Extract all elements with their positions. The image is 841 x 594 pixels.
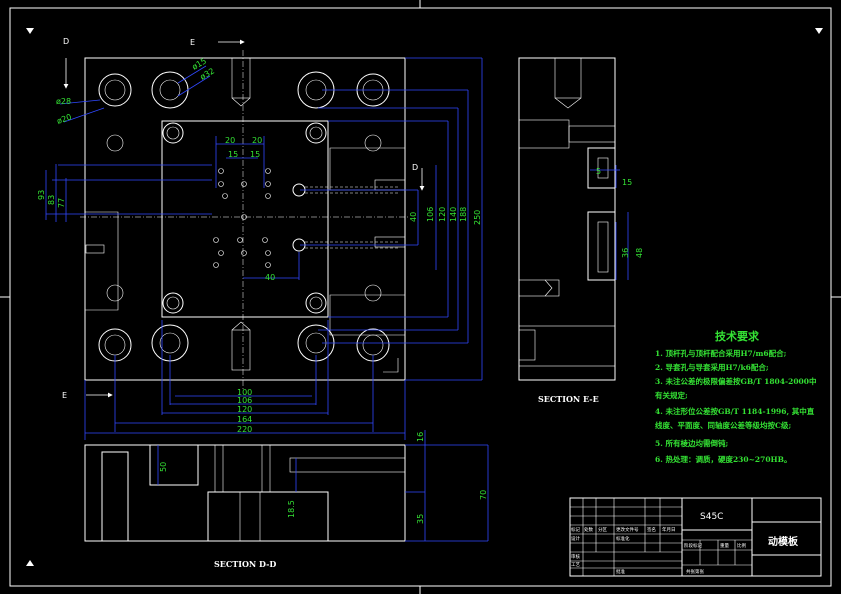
tech-req-item-5: 5. 所有棱边均需倒钝; (655, 438, 728, 448)
dim-77: 77 (57, 198, 66, 208)
tech-req-item-3b: 有关规定; (655, 390, 688, 400)
dim-50: 50 (159, 462, 168, 472)
dim-18-5: 18.5 (287, 500, 296, 518)
dim-35: 35 (416, 514, 425, 524)
dim-20b: 20 (252, 136, 262, 145)
cell-sheets: 共张第张 (686, 568, 704, 575)
title-block: S45C 动模板 标记 处数 分区 更改文件号 签名 年月日 设计 标准化 审核… (569, 497, 822, 577)
ee-dim-15: 15 (622, 178, 632, 187)
ee-dim-5: 5 (596, 167, 601, 176)
section-e-label-side: E (62, 391, 67, 400)
cell-sign: 签名 (647, 526, 656, 533)
dim-120v: 120 (438, 207, 447, 222)
ejector-holes (213, 168, 271, 268)
dim-100h: 100 (237, 388, 252, 397)
section-d-label-side: D (412, 163, 418, 172)
dim-106h: 106 (237, 396, 252, 405)
dim-188v: 188 (459, 207, 468, 222)
plan-view (80, 50, 410, 390)
tech-req-title: 技术要求 (715, 329, 760, 343)
cell-standard: 标准化 (616, 535, 630, 542)
technical-requirements: 技术要求 1. 顶杆孔与顶杆配合采用H7/m6配合; 2. 导套孔与导套采用H7… (655, 329, 816, 464)
dim-40h: 40 (265, 273, 275, 282)
dim-93: 93 (37, 190, 46, 200)
dim-250v: 250 (473, 210, 482, 225)
dim-70: 70 (479, 490, 488, 500)
dim-15a: 15 (228, 150, 238, 159)
material-label: S45C (700, 512, 723, 522)
tech-req-item-1: 1. 顶杆孔与顶杆配合采用H7/m6配合; (655, 348, 787, 358)
section-ee-title: SECTION E-E (538, 394, 599, 404)
section-dd-view: 16 50 18.5 70 35 SECTION D-D (84, 430, 489, 569)
section-e-label-top: E (190, 38, 195, 47)
section-ee-view: 5 15 36 48 SECTION E-E (518, 57, 644, 404)
tech-req-item-6: 6. 热处理：调质，硬度230~270HB。 (655, 454, 791, 464)
dim-164h: 164 (237, 415, 252, 424)
dim-40v: 40 (409, 212, 418, 222)
cell-weight: 重量 (720, 542, 729, 549)
dim-220h: 220 (237, 425, 252, 434)
tech-req-item-4: 4. 未注形位公差按GB/T 1184-1996, 其中直 (655, 406, 815, 416)
section-dd-title: SECTION D-D (214, 559, 276, 569)
dim-dia20: ø20 (56, 112, 73, 126)
tech-req-item-2: 2. 导套孔与导套采用H7/k6配合; (655, 362, 769, 372)
cell-zone: 分区 (598, 526, 607, 533)
cell-mark: 标记 (571, 526, 580, 533)
cell-approve: 批准 (616, 568, 625, 575)
tech-req-item-4b: 线度、平面度、同轴度公差等级均按C级; (655, 420, 791, 430)
dim-20a: 20 (225, 136, 235, 145)
section-d-label-top: D (63, 37, 69, 46)
cell-date: 年月日 (662, 526, 676, 533)
part-name: 动模板 (768, 535, 799, 548)
section-markers: D E D E (62, 37, 425, 400)
cell-change-doc: 更改文件号 (616, 526, 639, 533)
cell-count: 处数 (584, 526, 593, 533)
dim-dia28: ø28 (56, 97, 71, 106)
plan-dimension-text: ø15 ø32 ø28 ø20 20 20 15 15 93 83 77 40 … (37, 56, 482, 434)
cell-review: 审核 (571, 553, 580, 560)
cell-design: 设计 (571, 535, 580, 542)
ee-dim-36: 36 (621, 248, 630, 258)
cell-stage: 阶段标记 (684, 542, 702, 549)
ee-dim-48: 48 (635, 248, 644, 258)
cell-process: 工艺 (571, 562, 580, 568)
plan-dimension-lines (45, 57, 483, 440)
tech-req-item-3: 3. 未注公差的极限偏差按GB/T 1804-2000中 (655, 376, 816, 386)
dim-15b: 15 (250, 150, 260, 159)
dim-120h: 120 (237, 405, 252, 414)
dim-83: 83 (47, 195, 56, 205)
dim-140v: 140 (449, 207, 458, 222)
cell-scale: 比例 (737, 542, 746, 549)
dim-106v: 106 (426, 207, 435, 222)
dim-16: 16 (416, 432, 425, 442)
